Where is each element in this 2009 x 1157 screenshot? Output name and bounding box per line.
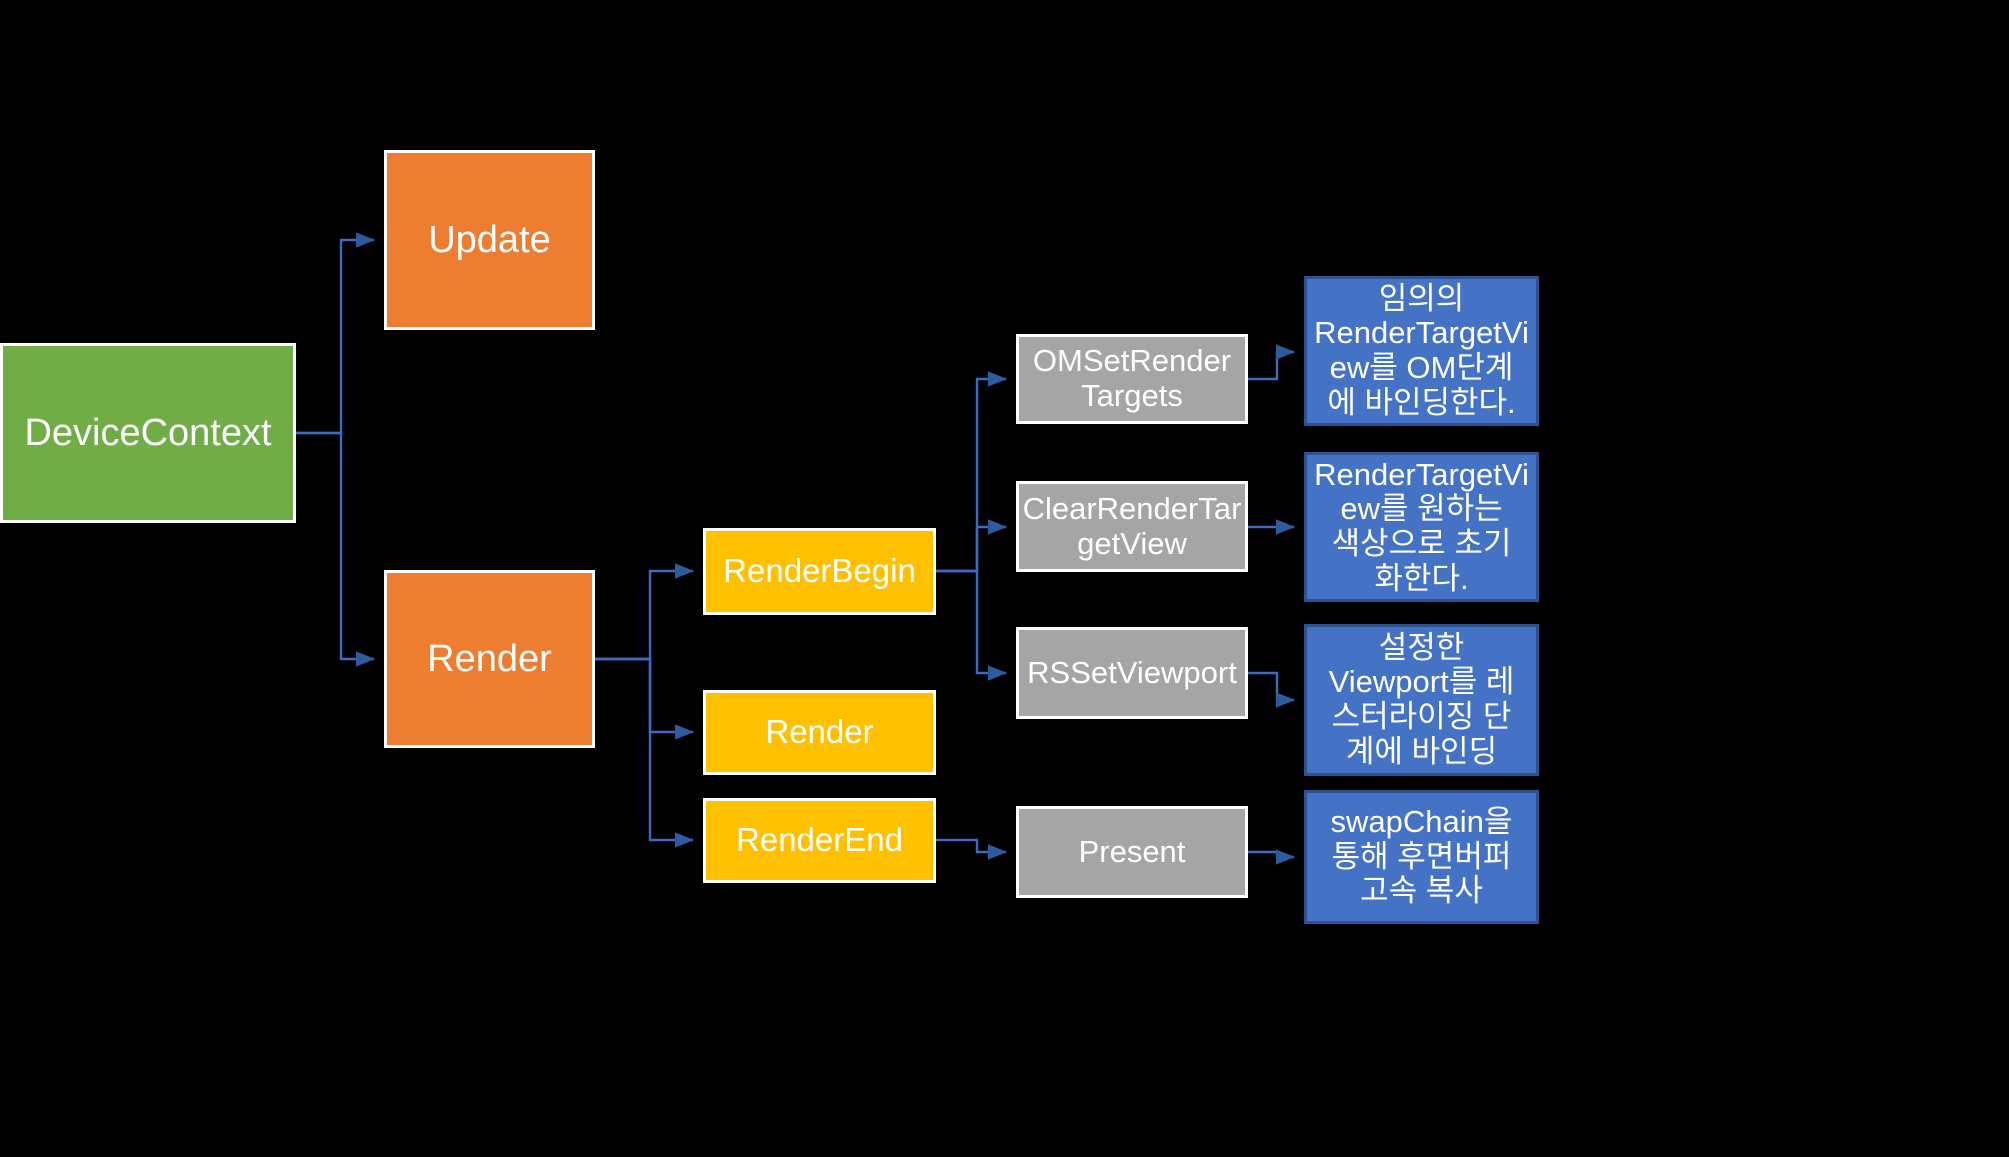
node-render[interactable]: Render [384, 570, 595, 748]
node-desc-clear-render-target-view[interactable]: RenderTargetVi ew를 원하는 색상으로 초기 화한다. [1304, 452, 1539, 602]
edge-renderbegin-omset [936, 371, 1008, 573]
node-desc-om-set-render-targets[interactable]: 임의의 RenderTargetVi ew를 OM단계 에 바인딩한다. [1304, 276, 1539, 426]
node-update[interactable]: Update [384, 150, 595, 330]
edge-render-renderend [595, 657, 695, 848]
edge-render-renderbegin [595, 563, 695, 661]
edge-render-rendermiddle [595, 657, 695, 740]
node-rs-set-viewport[interactable]: RSSetViewport [1016, 627, 1248, 719]
edge-renderend-present [936, 838, 1008, 860]
node-render-begin[interactable]: RenderBegin [703, 528, 936, 615]
node-clear-render-target-view[interactable]: ClearRenderTar getView [1016, 481, 1248, 572]
edge-devicecontext-update [296, 232, 376, 435]
edge-renderbegin-clearrtv [936, 519, 1008, 573]
edge-rsviewport-desc [1248, 671, 1296, 708]
edge-present-desc [1248, 849, 1296, 865]
edge-omset-desc [1248, 344, 1296, 381]
node-device-context[interactable]: DeviceContext [0, 343, 296, 523]
node-present[interactable]: Present [1016, 806, 1248, 898]
node-om-set-render-targets[interactable]: OMSetRender Targets [1016, 334, 1248, 424]
node-desc-present[interactable]: swapChain을 통해 후면버퍼 고속 복사 [1304, 790, 1539, 924]
edge-renderbegin-rsviewport [936, 569, 1008, 681]
node-render-middle[interactable]: Render [703, 690, 936, 775]
edge-devicecontext-render [296, 431, 376, 667]
node-render-end[interactable]: RenderEnd [703, 798, 936, 883]
node-desc-rs-set-viewport[interactable]: 설정한 Viewport를 레 스터라이징 단 계에 바인딩 [1304, 624, 1539, 776]
